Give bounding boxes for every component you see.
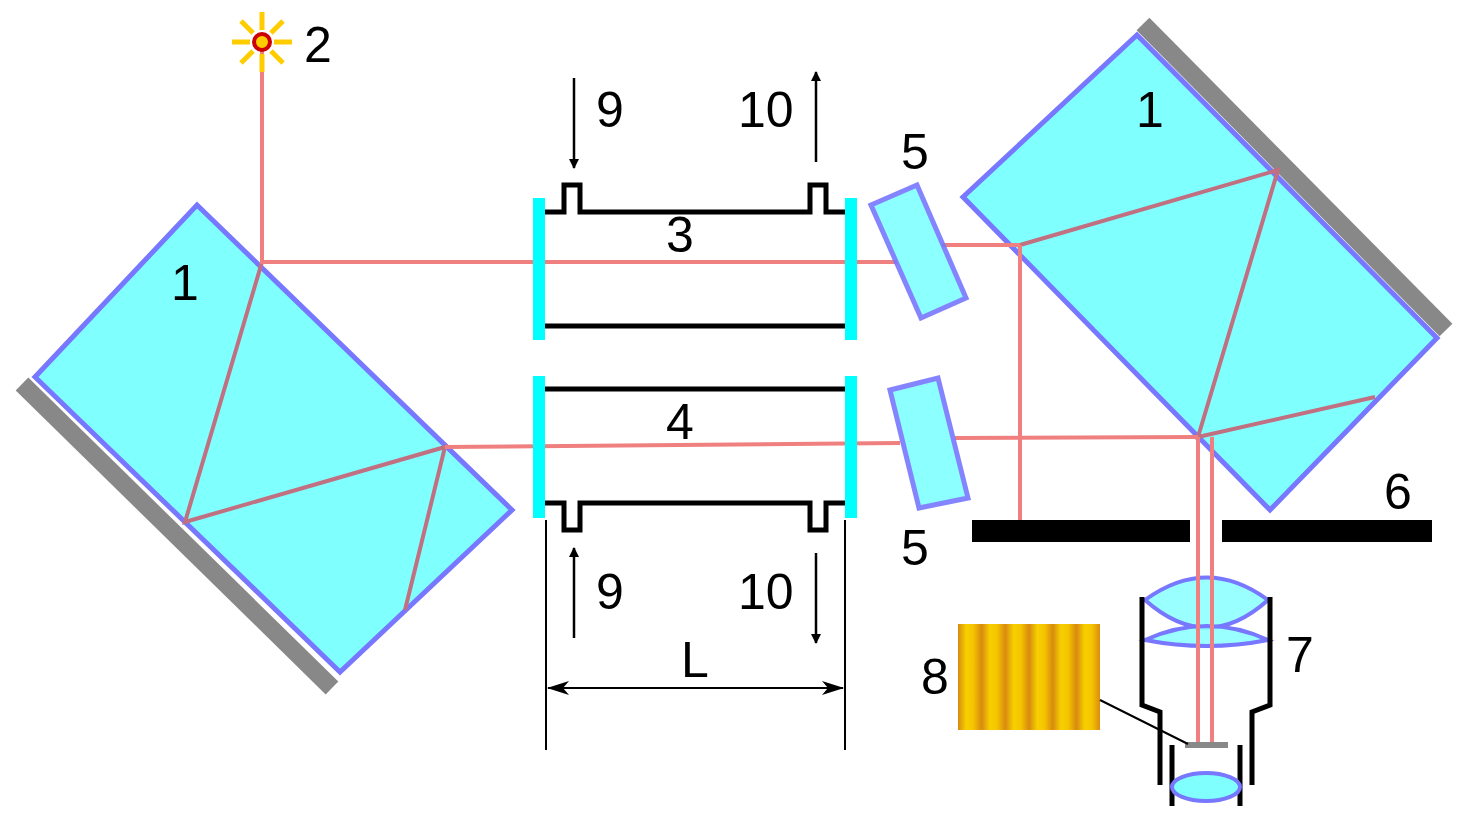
- compensator-plate: [890, 378, 968, 508]
- callout-number: 10: [738, 85, 794, 135]
- screen: [1222, 520, 1432, 542]
- light-beam: [1198, 575, 1212, 742]
- callout-number: 5: [901, 127, 929, 177]
- callout-number: 10: [738, 567, 794, 617]
- callout-number: 1: [1136, 85, 1164, 135]
- light-beam: [262, 42, 1212, 745]
- dimension-line: [546, 520, 845, 750]
- eyepiece: [1142, 578, 1270, 807]
- callout-number: 1: [171, 258, 199, 308]
- tube-window: [533, 198, 857, 518]
- compensator-plate: [871, 185, 966, 318]
- callout-number: 5: [901, 523, 929, 573]
- callout-number: 7: [1286, 630, 1314, 680]
- flow-arrow: [574, 72, 816, 643]
- light-source: [232, 12, 292, 72]
- callout-number: 9: [596, 567, 624, 617]
- callout-number: 2: [304, 20, 332, 70]
- callout-number: 3: [666, 210, 694, 260]
- glass-plate: [35, 205, 512, 672]
- callout-number: L: [681, 635, 709, 685]
- leader-line: [1100, 700, 1188, 744]
- fringe-pattern: [958, 624, 1100, 730]
- callout-number: 8: [921, 652, 949, 702]
- callout-number: 9: [596, 85, 624, 135]
- gas-tube: [545, 185, 845, 530]
- callout-number: 4: [666, 397, 694, 447]
- screen: [972, 520, 1190, 542]
- callout-number: 6: [1384, 467, 1412, 517]
